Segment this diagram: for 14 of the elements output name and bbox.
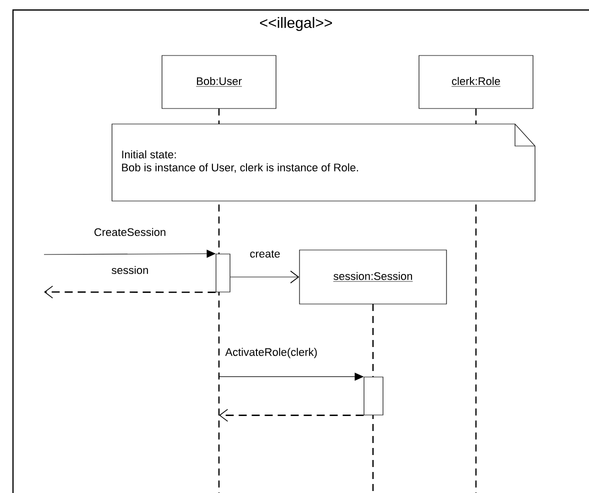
edge-label: ActivateRole(clerk) bbox=[225, 348, 317, 358]
edge-label: CreateSession bbox=[94, 228, 166, 236]
activation-bar bbox=[364, 376, 384, 416]
object-box: clerk:Role bbox=[418, 55, 534, 109]
activation-bar bbox=[216, 254, 230, 292]
message-arrow bbox=[230, 270, 300, 284]
message-arrow bbox=[44, 286, 216, 298]
note: Initial state: Bob is instance of User, clerk is instance of Role. bbox=[112, 124, 536, 202]
edge-label: create bbox=[250, 250, 280, 258]
object-box: session:Session bbox=[299, 250, 447, 304]
frame-title: <<illegal>> bbox=[260, 17, 332, 31]
edge-label: session bbox=[112, 266, 148, 274]
object-box: Bob:User bbox=[162, 55, 276, 109]
message-arrow bbox=[219, 408, 364, 422]
